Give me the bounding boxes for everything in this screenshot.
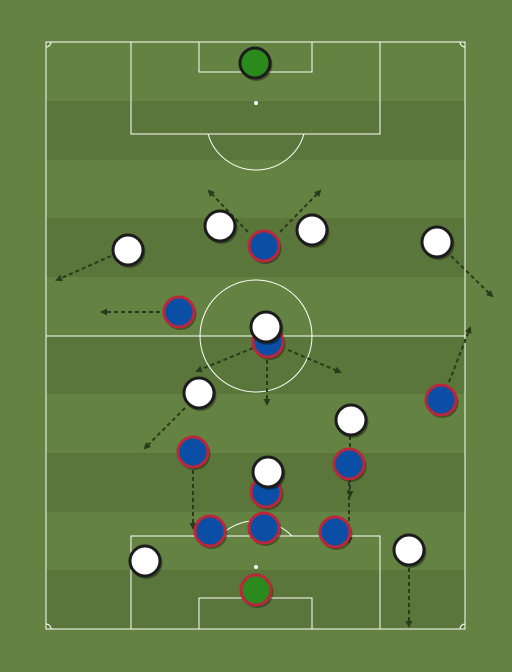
corner-arc [45, 623, 52, 630]
movement-arrow [195, 347, 254, 373]
home-player-token [162, 295, 196, 329]
away-player-token [203, 209, 237, 243]
movement-arrows [55, 189, 494, 628]
corner-arc [459, 41, 466, 48]
away-player-token [295, 213, 329, 247]
corner-arc [459, 623, 466, 630]
away-player-token [392, 533, 426, 567]
movement-arrow [279, 189, 322, 233]
away-player-token [182, 376, 216, 410]
home-player-token [332, 447, 366, 481]
home-player-token [318, 515, 352, 549]
movement-arrow [450, 255, 494, 298]
corner-arc [45, 41, 52, 48]
home-player-token [176, 435, 210, 469]
home-player-token [424, 383, 458, 417]
movement-arrow [55, 255, 112, 282]
grass-stripe [46, 101, 465, 160]
goalkeeper-token [238, 46, 272, 80]
goalkeeper-token [239, 573, 273, 607]
away-player-token [128, 544, 162, 578]
movement-arrow [448, 326, 472, 383]
bottom-penalty-spot [254, 565, 258, 569]
away-player-token [249, 310, 283, 344]
away-player-token [420, 225, 454, 259]
home-player-token [247, 511, 281, 545]
top-penalty-spot [254, 101, 258, 105]
players [111, 46, 459, 608]
movement-arrow [287, 349, 342, 374]
home-player-token [193, 514, 227, 548]
centre-circle [199, 279, 313, 393]
movement-arrow [207, 189, 249, 233]
away-player-token [111, 233, 145, 267]
top-penalty-arc [207, 133, 305, 171]
away-player-token [334, 403, 368, 437]
away-player-token [251, 455, 285, 489]
movement-arrow [143, 407, 186, 450]
home-player-token [247, 229, 281, 263]
